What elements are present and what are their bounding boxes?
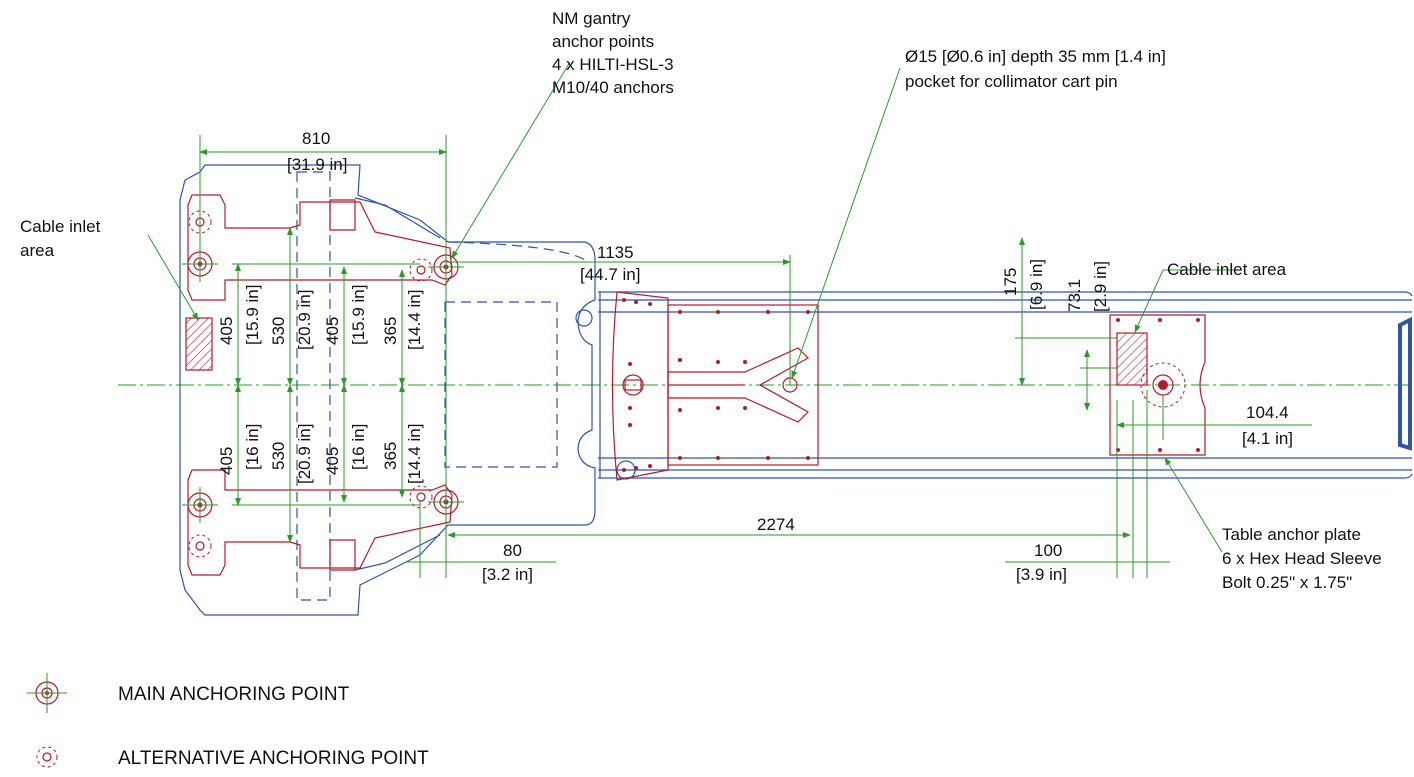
callout-pocket: Ø15 [Ø0.6 in] depth 35 mm [1.4 in] pocke… bbox=[905, 47, 1166, 91]
svg-text:anchor points: anchor points bbox=[552, 32, 654, 51]
dimension-lines bbox=[147, 61, 1312, 578]
dim-v365b: 365 bbox=[381, 442, 400, 470]
dim-104-in: [4.1 in] bbox=[1242, 429, 1293, 448]
dim-80-in: [3.2 in] bbox=[482, 565, 533, 584]
gantry-base-outline bbox=[179, 164, 596, 616]
dim-v405d: 405 bbox=[323, 447, 342, 475]
dim-v144b: [14.4 in] bbox=[405, 424, 424, 485]
callout-gantry: NM gantry anchor points 4 x HILTI-HSL-3 … bbox=[552, 9, 674, 97]
cable-inlet-area-right bbox=[1116, 332, 1148, 386]
dim-v405c: 405 bbox=[217, 447, 236, 475]
dim-v144a: [14.4 in] bbox=[405, 290, 424, 351]
dim-v530b: 530 bbox=[269, 442, 288, 470]
dim-v159b: [15.9 in] bbox=[349, 285, 368, 346]
dim-2274: 2274 bbox=[757, 515, 795, 534]
dim-v405b: 405 bbox=[323, 317, 342, 345]
main-anchor-legend-icon bbox=[27, 673, 67, 713]
patient-table-outline bbox=[575, 291, 1413, 480]
dim-v209b: [20.9 in] bbox=[295, 424, 314, 485]
dim-1135-in: [44.7 in] bbox=[580, 265, 641, 284]
legend-alt-label: ALTERNATIVE ANCHORING POINT bbox=[118, 748, 429, 769]
svg-text:Cable inlet: Cable inlet bbox=[20, 217, 101, 236]
dim-810-in: [31.9 in] bbox=[287, 155, 348, 174]
svg-text:4 x HILTI-HSL-3: 4 x HILTI-HSL-3 bbox=[552, 55, 674, 74]
dim-100-in: [3.9 in] bbox=[1016, 565, 1067, 584]
svg-text:6 x Hex Head Sleeve: 6 x Hex Head Sleeve bbox=[1222, 549, 1382, 568]
svg-text:Bolt 0.25" x 1.75": Bolt 0.25" x 1.75" bbox=[1222, 573, 1352, 592]
svg-text:NM gantry: NM gantry bbox=[552, 9, 631, 28]
dim-810: 810 bbox=[302, 129, 330, 148]
dim-v16b: [16 in] bbox=[349, 424, 368, 470]
dim-v405a: 405 bbox=[217, 317, 236, 345]
dim-v159a: [15.9 in] bbox=[243, 285, 262, 346]
dim-v209a: [20.9 in] bbox=[295, 290, 314, 351]
callout-cable-left: Cable inlet area bbox=[20, 217, 101, 260]
dim-1135: 1135 bbox=[597, 243, 634, 262]
alt-anchor-legend-icon bbox=[36, 746, 58, 768]
legend-main-label: MAIN ANCHORING POINT bbox=[118, 684, 350, 705]
svg-text:M10/40 anchors: M10/40 anchors bbox=[552, 78, 674, 97]
gantry-anchor-frame bbox=[187, 194, 453, 576]
callout-table-plate: Table anchor plate 6 x Hex Head Sleeve B… bbox=[1222, 525, 1382, 592]
dim-100: 100 bbox=[1034, 541, 1062, 560]
collimator-cart-base bbox=[611, 291, 819, 481]
svg-text:Ø15 [Ø0.6 in] depth 35 mm [1.4: Ø15 [Ø0.6 in] depth 35 mm [1.4 in] bbox=[905, 47, 1166, 66]
dim-v175: 175 bbox=[1001, 268, 1020, 296]
dim-v731: 73.1 bbox=[1065, 279, 1084, 312]
dim-v16a: [16 in] bbox=[243, 424, 262, 470]
dim-v69: [6.9 in] bbox=[1027, 259, 1046, 310]
dim-v530a: 530 bbox=[269, 317, 288, 345]
callout-cable-right: Cable inlet area bbox=[1167, 260, 1287, 279]
cable-inlet-area-left bbox=[185, 317, 213, 371]
dim-104: 104.4 bbox=[1246, 403, 1289, 422]
legend: MAIN ANCHORING POINT ALTERNATIVE ANCHORI… bbox=[27, 673, 429, 769]
table-anchor-plate bbox=[1109, 314, 1206, 456]
dim-v29: [2.9 in] bbox=[1091, 261, 1110, 312]
svg-text:Table anchor plate: Table anchor plate bbox=[1222, 525, 1361, 544]
svg-text:pocket for collimator cart pin: pocket for collimator cart pin bbox=[905, 72, 1118, 91]
dim-v365a: 365 bbox=[381, 317, 400, 345]
svg-text:area: area bbox=[20, 241, 55, 260]
dim-80: 80 bbox=[503, 541, 522, 560]
